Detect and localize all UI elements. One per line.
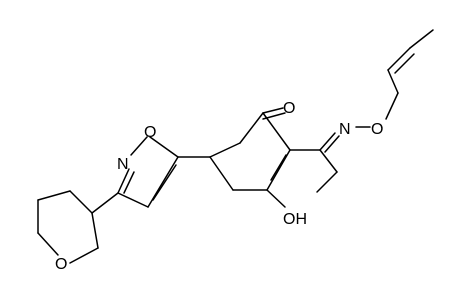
bond-c4iso-c5iso-double — [152, 164, 177, 201]
bond-ch-ch — [387, 47, 411, 71]
bond-c7-n-a — [319, 132, 336, 151]
bond-thp-6 — [91, 212, 99, 249]
bond-c7-ch2 — [319, 149, 338, 173]
bond-c7-n-b — [324, 135, 340, 153]
bond-c1-o-a — [262, 107, 284, 114]
bond-thp-5 — [69, 247, 99, 264]
bond-c3iso-thp — [91, 192, 119, 214]
bond-c5iso-o — [149, 136, 179, 158]
isoxazole-nitrogen-label: N — [117, 156, 129, 173]
bond-thp-2 — [37, 190, 71, 201]
bond-n-c3iso-double — [123, 171, 135, 194]
bond-c3-c2-double — [270, 154, 287, 181]
oxime-nitrogen-label: N — [339, 121, 351, 138]
pyran-oxygen-label: O — [55, 256, 67, 273]
oxime-oxygen-label: O — [371, 121, 383, 138]
bond-ch2-ch3 — [316, 171, 338, 193]
bond-c6-c5 — [209, 142, 241, 158]
bond-o-ch2 — [385, 92, 399, 120]
bond-c2-c1 — [262, 112, 291, 151]
bond-c1-o-b — [262, 112, 286, 120]
bond-ch-ch3 — [409, 29, 434, 49]
bond-n-c3iso — [117, 168, 130, 194]
bond-c3-oh — [266, 189, 286, 208]
enol-hydroxyl-label: OH — [283, 211, 307, 228]
bond-thp-4 — [37, 232, 59, 256]
bond-c1-c6 — [239, 112, 264, 144]
bond-ch-ch-double — [394, 53, 415, 74]
bond-o-n — [130, 136, 148, 156]
bond-ch2-ch — [387, 69, 399, 94]
bond-c5-c4 — [209, 156, 234, 191]
isoxazole-oxygen-label: O — [144, 124, 156, 141]
bond-c3iso-c4iso — [117, 192, 149, 208]
bond-thp-1 — [69, 190, 93, 214]
ketone-oxygen-label: O — [283, 100, 295, 117]
bond-c3-c2 — [266, 149, 291, 191]
